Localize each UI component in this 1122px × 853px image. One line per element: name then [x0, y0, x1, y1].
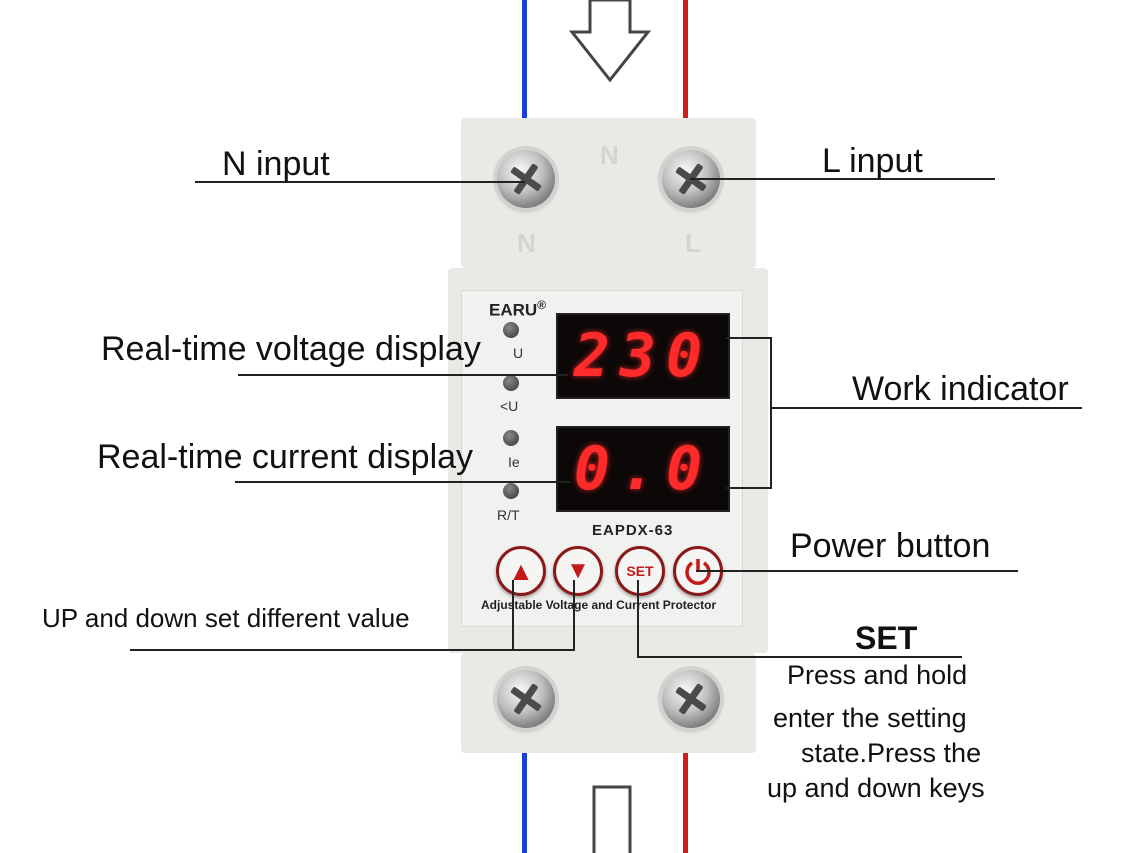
work-bracket-bottom: [726, 487, 772, 489]
down-button[interactable]: ▼: [553, 546, 603, 596]
voltage-display: 230: [556, 313, 730, 399]
led-rt: [503, 483, 519, 499]
bottom-right-terminal-screw[interactable]: [662, 670, 720, 728]
set-callout-line-4: up and down keys: [767, 773, 985, 803]
power-button-callout: Power button: [790, 527, 991, 565]
set-leader-vertical: [637, 580, 639, 658]
device-tagline: Adjustable Voltage and Current Protector: [481, 598, 717, 612]
brand-name: EARU: [489, 300, 538, 320]
brand-logo: EARU®: [489, 298, 546, 321]
work-bracket-vertical: [770, 337, 772, 489]
work-indicator-callout: Work indicator: [852, 370, 1069, 408]
terminal-label-n-top: N: [600, 140, 619, 170]
set-button-label: SET: [626, 563, 654, 579]
output-flow-arrow-icon: [592, 785, 632, 853]
led-label-rt: R/T: [497, 507, 520, 523]
input-flow-arrow-icon: [568, 0, 652, 83]
led-voltage: [503, 322, 519, 338]
current-display-callout: Real-time current display: [97, 438, 474, 476]
led-label-voltage: U: [513, 345, 524, 361]
bottom-left-terminal-screw[interactable]: [497, 670, 555, 728]
brand-registered-mark: ®: [537, 298, 547, 312]
led-current: [503, 430, 519, 446]
power-leader: [696, 570, 1018, 572]
set-callout-line-2: enter the setting: [773, 703, 967, 733]
led-undervoltage: [503, 375, 519, 391]
live-wire-top: [683, 0, 688, 125]
up-down-callout: UP and down set different value: [42, 603, 410, 633]
voltage-display-callout: Real-time voltage display: [101, 330, 481, 368]
current-display: 0.0: [556, 426, 730, 512]
n-terminal-screw[interactable]: [497, 150, 555, 208]
neutral-wire-bottom: [522, 748, 527, 853]
terminal-label-l-bottom: L: [685, 228, 701, 258]
set-leader-horizontal: [637, 656, 962, 658]
set-callout-title: SET: [855, 620, 918, 656]
n-input-callout: N input: [222, 145, 330, 183]
set-button[interactable]: SET: [615, 546, 665, 596]
l-input-callout: L input: [822, 142, 923, 180]
down-leader-vertical: [573, 580, 575, 650]
up-down-leader-horizontal: [130, 649, 575, 651]
voltage-leader: [238, 374, 568, 376]
led-label-undervoltage: <U: [500, 398, 519, 414]
live-wire-bottom: [683, 748, 688, 853]
set-callout-line-1: Press and hold: [787, 660, 968, 690]
work-indicator-leader: [772, 407, 1082, 409]
model-label: EAPDX-63: [592, 522, 674, 539]
neutral-wire-top: [522, 0, 527, 125]
n-input-leader: [195, 181, 525, 183]
current-leader: [235, 481, 570, 483]
l-input-leader: [690, 178, 995, 180]
current-reading: 0.0: [573, 434, 713, 504]
up-button[interactable]: ▲: [496, 546, 546, 596]
power-icon: [685, 559, 711, 585]
work-bracket-top: [726, 337, 772, 339]
down-arrow-icon: ▼: [566, 557, 590, 584]
led-label-current: Ie: [508, 454, 520, 470]
up-leader-vertical: [512, 580, 514, 650]
set-callout-line-3: state.Press the: [801, 738, 982, 768]
terminal-label-n-bottom: N: [517, 228, 536, 258]
voltage-reading: 230: [573, 321, 713, 391]
